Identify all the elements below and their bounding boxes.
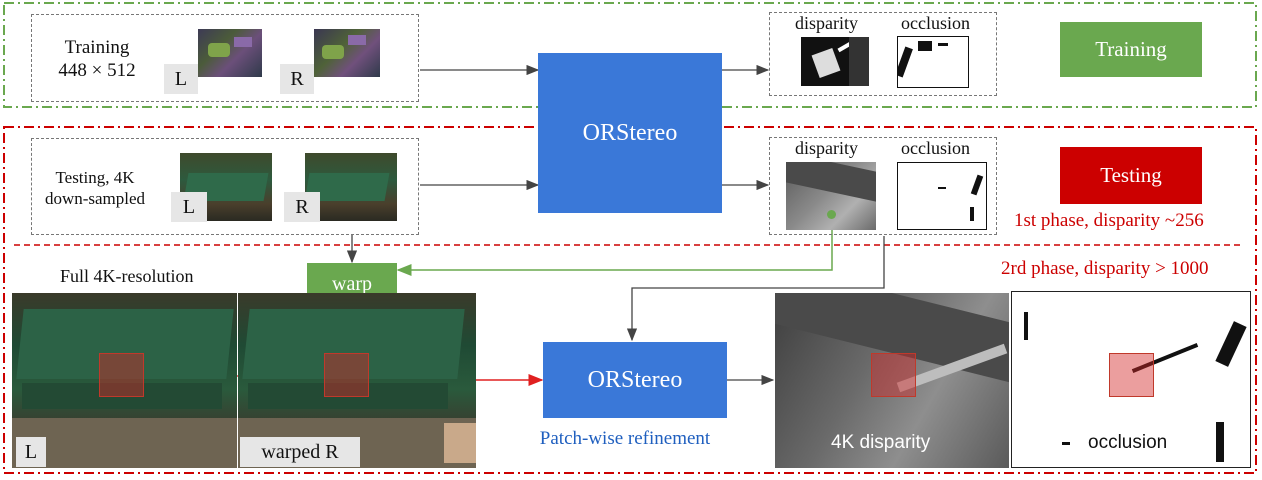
testing-input-box [31, 138, 419, 235]
result-occlusion-label: occlusion [1088, 432, 1168, 453]
patch-right [324, 353, 369, 397]
full-res-label: Full 4K-resolution [60, 266, 194, 286]
bottom-left-tag: L [16, 437, 46, 467]
training-left-image [198, 29, 262, 77]
orstereo-model-block: ORStereo [538, 53, 722, 213]
result-disparity-image [775, 293, 1009, 468]
testing-occlusion-label: occlusion [901, 138, 970, 158]
testing-title-line2: down-sampled [44, 189, 146, 208]
testing-disparity-label: disparity [795, 138, 858, 158]
patch-left [99, 353, 144, 397]
training-left-tag: L [164, 64, 198, 94]
fullres-left-image [12, 293, 237, 468]
training-occlusion-label: occlusion [901, 13, 970, 33]
training-title: Training 448 × 512 [55, 36, 139, 82]
testing-disparity-image [786, 162, 876, 230]
result-occlusion-image [1011, 291, 1251, 468]
disparity-sample-dot [827, 210, 836, 219]
testing-title: Testing, 4K down-sampled [40, 167, 150, 209]
testing-left-tag: L [171, 192, 207, 222]
training-title-line2: 448 × 512 [58, 60, 136, 81]
arrow-disparity-to-warp [396, 216, 833, 276]
bottom-warped-tag: warped R [240, 437, 360, 467]
training-title-line1: Training [64, 37, 130, 58]
result-disparity-label: 4K disparity [831, 432, 931, 453]
training-occlusion-image [897, 36, 969, 88]
orstereo-refine-block: ORStereo [543, 342, 727, 418]
training-badge: Training [1060, 22, 1202, 77]
arrow-occlusion-to-refine [626, 236, 885, 342]
patch-disparity [871, 353, 916, 397]
testing-occlusion-image [897, 162, 987, 230]
testing-badge: Testing [1060, 147, 1202, 204]
phase1-note: 1st phase, disparity ~256 [1014, 210, 1204, 231]
training-output-box [769, 12, 997, 96]
testing-output-box [769, 137, 997, 235]
training-right-tag: R [280, 64, 314, 94]
refine-caption: Patch-wise refinement [539, 428, 711, 449]
testing-right-image [305, 153, 397, 221]
patch-occlusion [1109, 353, 1154, 397]
testing-right-tag: R [284, 192, 320, 222]
training-disparity-label: disparity [795, 13, 858, 33]
phase2-note: 2rd phase, disparity > 1000 [1001, 258, 1209, 279]
training-right-image [314, 29, 380, 77]
testing-title-line1: Testing, 4K [55, 168, 135, 187]
training-input-box [31, 14, 419, 102]
training-disparity-image [801, 37, 869, 86]
